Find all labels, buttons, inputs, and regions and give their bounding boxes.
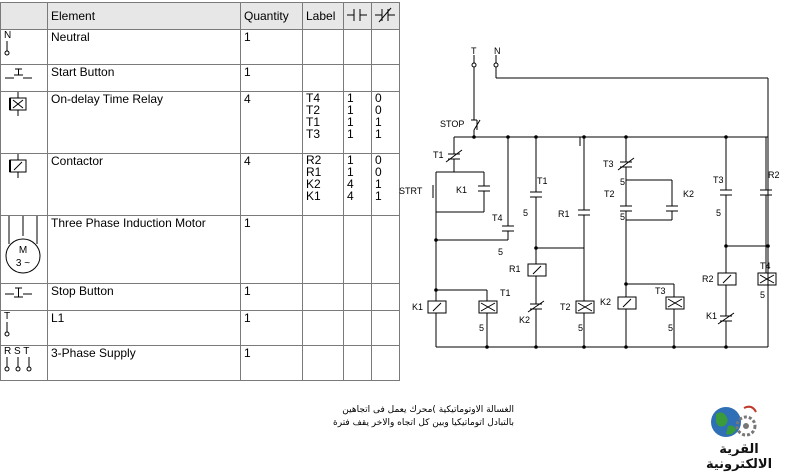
coil-label: T2 <box>560 302 571 312</box>
symbol-text: R S T <box>4 346 30 357</box>
no-count-cell: 1 1 1 1 <box>343 91 372 154</box>
element-cell: Stop Button <box>47 283 241 311</box>
header-quantity: Quantity <box>240 2 303 30</box>
quantity-cell: 1 <box>240 215 303 284</box>
delay-label: 5 <box>620 177 625 187</box>
contact-label: T3 <box>603 159 614 169</box>
delay-label: 5 <box>479 323 484 333</box>
contact-label: T1 <box>433 150 444 160</box>
arabic-caption: الغسالة الاوتوماتيكية )محرك يعمل فى اتجا… <box>262 404 514 430</box>
table-row: Stop Button 1 <box>0 283 400 311</box>
svg-text:M: M <box>19 245 27 256</box>
quantity-cell: 1 <box>240 310 303 346</box>
coil-label: K1 <box>412 302 423 312</box>
component-table: Element Quantity Label N Neutral 1 <box>0 2 400 381</box>
table-row: Start Button 1 <box>0 64 400 92</box>
header-label: Label <box>302 2 344 30</box>
table-row: On-delay Time Relay 4 T4 T2 T1 T3 1 1 1 … <box>0 91 400 154</box>
quantity-cell: 1 <box>240 29 303 65</box>
element-cell: Three Phase Induction Motor <box>47 215 241 284</box>
table-row: Contactor 4 R2 R1 K2 K1 1 1 4 4 0 0 1 1 <box>0 153 400 216</box>
element-cell: Start Button <box>47 64 241 92</box>
header-element: Element <box>47 2 241 30</box>
coil-label: R1 <box>509 264 521 274</box>
normally-open-contact-icon <box>343 2 372 30</box>
table-row: R S T 3-Phase Supply 1 <box>0 345 400 381</box>
no-count-cell: 1 1 4 4 <box>343 153 372 216</box>
label-cell: T4 T2 T1 T3 <box>302 91 344 154</box>
element-cell: Contactor <box>47 153 241 216</box>
delay-label: 5 <box>578 323 583 333</box>
neutral-terminal-icon: N <box>0 29 48 65</box>
contact-label: R1 <box>558 209 570 219</box>
delay-label: 5 <box>760 290 765 300</box>
control-circuit-diagram: T N STOP STRT T1 K1 T4 5 T1 5 R1 T3 5 T2… <box>399 46 780 349</box>
label-cell: R2 R1 K2 K1 <box>302 153 344 216</box>
interlock-label: K1 <box>706 311 717 321</box>
interlock-label: K2 <box>519 315 530 325</box>
quantity-cell: 1 <box>240 283 303 311</box>
table-row: M 3 ~ Three Phase Induction Motor 1 <box>0 215 400 284</box>
contactor-coil-icon <box>0 153 48 216</box>
nc-count-cell: 0 0 1 1 <box>371 91 400 154</box>
header-symbol <box>0 2 48 30</box>
contact-label: R2 <box>768 170 780 180</box>
quantity-cell: 4 <box>240 153 303 216</box>
start-label: STRT <box>399 186 423 196</box>
table-header-row: Element Quantity Label <box>0 2 400 30</box>
contact-label: K2 <box>683 189 694 199</box>
coil-label: K2 <box>600 297 611 307</box>
element-cell: Neutral <box>47 29 241 65</box>
contact-label: T3 <box>713 175 724 185</box>
caption-line: بالتبادل اتوماتيكيا وبين كل اتجاه والاخر… <box>333 418 514 428</box>
table-row: N Neutral 1 <box>0 29 400 65</box>
delay-label: 5 <box>498 247 503 257</box>
quantity-cell: 1 <box>240 64 303 92</box>
quantity-cell: 1 <box>240 345 303 381</box>
caption-line: الغسالة الاوتوماتيكية )محرك يعمل فى اتجا… <box>342 405 514 415</box>
terminal-label: T <box>471 46 477 56</box>
stop-button-icon <box>0 283 48 311</box>
quantity-cell: 4 <box>240 91 303 154</box>
delay-label: 5 <box>523 208 528 218</box>
motor-icon: M 3 ~ <box>0 215 48 284</box>
start-button-icon <box>0 64 48 92</box>
on-delay-timer-coil-icon <box>0 91 48 154</box>
delay-label: 5 <box>620 212 625 222</box>
line-terminal-icon: T <box>0 310 48 346</box>
contact-label: K1 <box>456 185 467 195</box>
coil-label: R2 <box>702 274 714 284</box>
delay-label: 5 <box>716 208 721 218</box>
table-row: T L1 1 <box>0 310 400 346</box>
site-logo: القرية الالكترونية <box>684 402 794 472</box>
terminal-label: N <box>494 46 501 56</box>
three-phase-supply-icon: R S T <box>0 345 48 381</box>
svg-text:3 ~: 3 ~ <box>16 258 30 269</box>
delay-label: 5 <box>668 323 673 333</box>
stop-label: STOP <box>440 119 464 129</box>
coil-label: T3 <box>655 286 666 296</box>
logo-text: القرية الالكترونية <box>705 442 773 472</box>
globe-gear-logo-icon <box>711 405 757 437</box>
coil-label: T1 <box>500 288 511 298</box>
normally-closed-contact-icon <box>371 2 400 30</box>
symbol-text: N <box>4 30 12 41</box>
element-cell: On-delay Time Relay <box>47 91 241 154</box>
symbol-text: T <box>4 311 11 322</box>
element-cell: L1 <box>47 310 241 346</box>
contact-label: T2 <box>604 189 615 199</box>
nc-count-cell: 0 0 1 1 <box>371 153 400 216</box>
contact-label: T1 <box>537 176 548 186</box>
coil-label: T4 <box>760 261 771 271</box>
contact-label: T4 <box>492 213 503 223</box>
element-cell: 3-Phase Supply <box>47 345 241 381</box>
